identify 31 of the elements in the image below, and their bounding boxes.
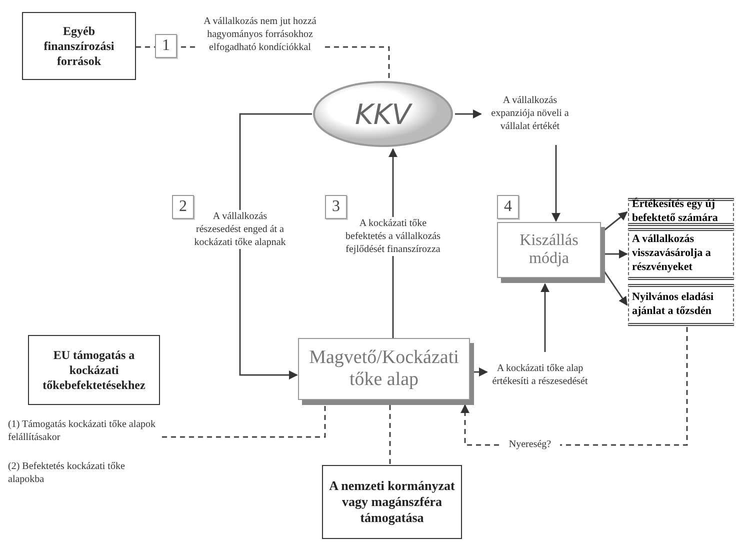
- edge-label: Nyereség?: [500, 438, 560, 451]
- step-number: 3: [325, 195, 347, 219]
- box-text: Egyéb finanszírozási források: [42, 24, 116, 68]
- arrow: [540, 283, 550, 352]
- text-box: [28, 335, 160, 405]
- step-number: 4: [497, 195, 519, 219]
- box-text: A nemzeti kormányzat vagy magánszféra támogatása: [328, 478, 456, 526]
- box-text: Nyilvános eladási ajánlat a tőzsdén: [632, 291, 715, 319]
- arrow: [455, 110, 482, 118]
- box-text: Értékesítés egy új befektető számára: [632, 198, 719, 226]
- description-text: (1) Támogatás kockázati tőke alapok felállításakor: [8, 418, 157, 444]
- arrow: [239, 113, 312, 380]
- step-number: 1: [155, 34, 177, 58]
- box-text: EU támogatás a kockázati tőkebefektetésekhez: [42, 348, 146, 392]
- box-text: A vállalkozás visszavásárolja a részvényeket: [632, 233, 712, 275]
- description-text: A kockázati tőke alap értékesíti a részesedését: [491, 362, 589, 388]
- text-box: [322, 465, 462, 539]
- edge-label: A kockázati tőke befektetés a vállalkozás fejlődését finanszírozza: [345, 217, 441, 256]
- description-text: A vállalkozás expanziója növeli a vállalat értékét: [490, 94, 570, 132]
- arrow: [472, 368, 488, 376]
- step-number: 2: [172, 195, 194, 219]
- box-text: Magvető/Kockázati tőke alap: [308, 347, 460, 391]
- dashed-connector: [389, 405, 391, 464]
- arrow: [552, 145, 560, 222]
- exit-option-box: [628, 228, 734, 280]
- text-box: [22, 12, 136, 80]
- box-text: Kiszállás módja: [518, 232, 580, 268]
- edge-label: A vállalkozás részesedést enged át a kockázati tőke alapnak: [194, 210, 286, 249]
- exit-option-box: [628, 198, 734, 226]
- exit-option-box: [628, 284, 734, 326]
- dashed-connector: [162, 405, 326, 438]
